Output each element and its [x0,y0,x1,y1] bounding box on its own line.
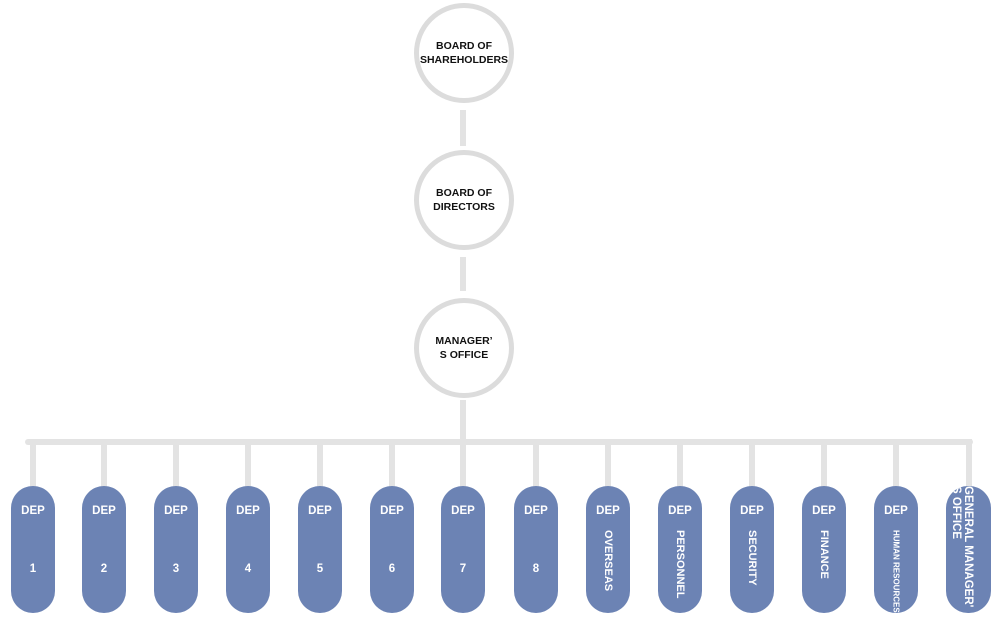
department-label: 6 [388,563,396,575]
department-8: DEP 8 [514,486,558,613]
department-drop-line [101,439,107,490]
department-drop-line [460,439,466,490]
department-general-managers-office: GENERAL MANAGER' S OFFICE [946,486,991,613]
department-finance: DEP FINANCE [802,486,846,613]
department-prefix: DEP [596,505,620,517]
connector-manager-bus [460,400,466,442]
department-human-resources: DEP HUMAN RESOURCES [874,486,918,613]
department-security: DEP SECURITY [730,486,774,613]
connector-directors-manager [460,257,466,291]
department-label: 3 [172,563,180,575]
department-drop-line [389,439,395,490]
department-bus-line [25,439,973,445]
department-2: DEP 2 [82,486,126,613]
department-1: DEP 1 [11,486,55,613]
department-label: HUMAN RESOURCES [891,530,901,613]
department-label: 8 [532,563,540,575]
department-prefix: DEP [164,505,188,517]
department-drop-line [965,439,972,490]
department-drop-line [821,439,827,490]
department-drop-line [317,439,323,490]
department-6: DEP 6 [370,486,414,613]
department-label: 5 [316,563,324,575]
department-overseas: DEP OVERSEAS [586,486,630,613]
department-prefix: DEP [308,505,332,517]
node-label: BOARD OF SHAREHOLDERS [419,40,509,66]
department-label: OVERSEAS [602,530,614,592]
department-drop-line [30,439,36,490]
department-5: DEP 5 [298,486,342,613]
node-managers-office: MANAGER’ S OFFICE [414,298,514,398]
node-label: BOARD OF DIRECTORS [433,187,495,213]
department-drop-line [173,439,179,490]
department-prefix: DEP [92,505,116,517]
department-drop-line [893,439,899,490]
department-prefix: DEP [812,505,836,517]
connector-shareholders-directors [460,110,466,146]
department-prefix: DEP [21,505,45,517]
department-prefix: DEP [236,505,260,517]
department-label: GENERAL MANAGER' S OFFICE [950,486,974,608]
department-drop-line [245,439,251,490]
department-4: DEP 4 [226,486,270,613]
department-3: DEP 3 [154,486,198,613]
department-prefix: DEP [740,505,764,517]
node-board-of-directors: BOARD OF DIRECTORS [414,150,514,250]
department-label: 7 [459,563,467,575]
department-label: SECURITY [746,530,758,586]
department-prefix: DEP [380,505,404,517]
department-drop-line [533,439,539,490]
department-label: FINANCE [818,530,830,579]
department-prefix: DEP [451,505,475,517]
node-label: MANAGER’ S OFFICE [435,335,493,361]
department-prefix: DEP [884,505,908,517]
department-7: DEP 7 [441,486,485,613]
department-personnel: DEP PERSONNEL [658,486,702,613]
department-prefix: DEP [524,505,548,517]
department-drop-line [677,439,683,490]
department-label: 4 [244,563,252,575]
department-label: 2 [100,563,108,575]
department-prefix: DEP [668,505,692,517]
department-label: PERSONNEL [674,530,686,599]
department-label: 1 [29,563,37,575]
node-board-of-shareholders: BOARD OF SHAREHOLDERS [414,3,514,103]
department-drop-line [749,439,755,490]
department-drop-line [605,439,611,490]
